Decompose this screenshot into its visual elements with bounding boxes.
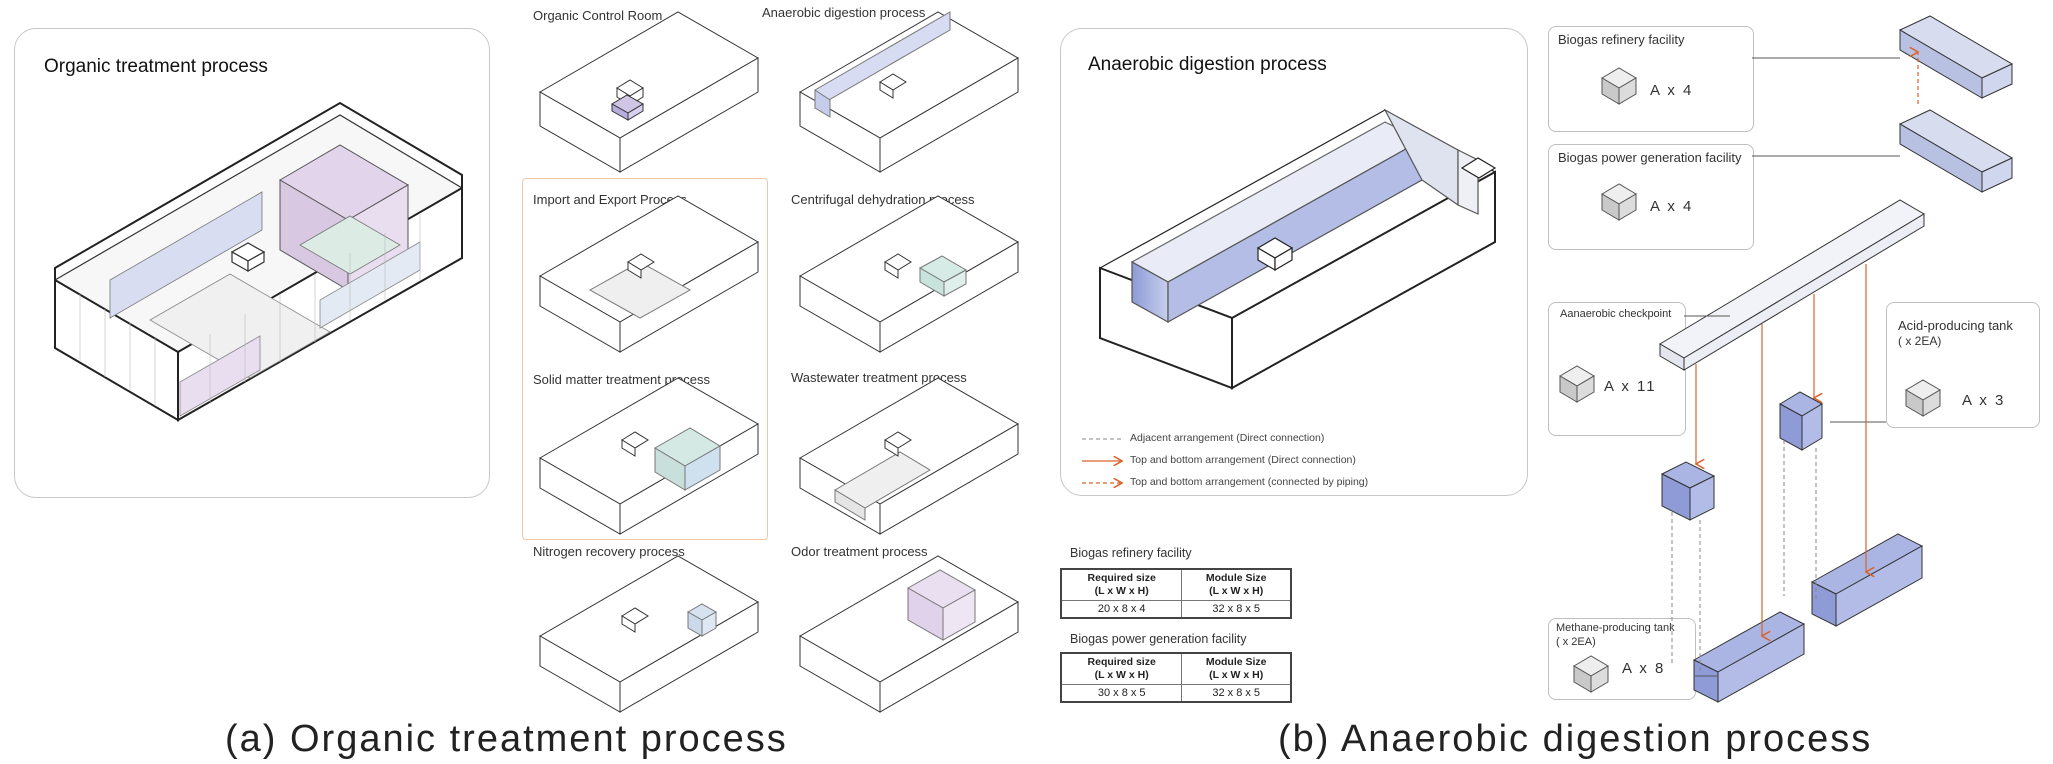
acid-tank-module	[1778, 391, 1824, 451]
label-control-room: Organic Control Room	[533, 8, 663, 23]
thumb-control-room	[539, 11, 759, 173]
methane-module-qty: A x 8	[1622, 660, 1666, 677]
power-module-box	[1548, 144, 1754, 250]
connector-lines	[1684, 57, 1900, 677]
refinery-module-qty: A x 4	[1650, 82, 1694, 99]
power-spec-table: Required size(L x W x H) Module Size(L x…	[1060, 652, 1292, 703]
checkpoint-module-qty: A x 11	[1604, 378, 1657, 395]
power-module-value: 32 x 8 x 5	[1181, 684, 1292, 703]
legend-adjacent: Adjacent arrangement (Direct connection)	[1130, 432, 1325, 444]
highlight-frame	[522, 178, 768, 540]
thumb-odor	[799, 555, 1019, 713]
refinery-table-title: Biogas refinery facility	[1070, 546, 1192, 560]
label-import-export: Import and Export Process	[533, 192, 687, 207]
refinery-module-value: 32 x 8 x 5	[1181, 600, 1292, 619]
legend-top-bottom-direct: Top and bottom arrangement (Direct conne…	[1130, 454, 1356, 466]
organic-building-model	[53, 101, 464, 422]
orange-arrows	[1696, 52, 1918, 636]
label-odor: Odor treatment process	[791, 544, 928, 559]
power-header-module: Module Size(L x W x H)	[1181, 652, 1292, 685]
acid-module-label: Acid-producing tank	[1898, 318, 2013, 333]
power-module-stack	[1898, 109, 2014, 193]
thumb-anaerobic	[799, 11, 1019, 173]
refinery-spec-table: Required size(L x W x H) Module Size(L x…	[1060, 568, 1292, 619]
thumb-centrifugal	[799, 195, 1019, 353]
refinery-header-required: Required size(L x W x H)	[1060, 568, 1183, 601]
module-cube-icons	[1559, 67, 1941, 693]
caption-b: (b) Anaerobic digestion process	[1278, 718, 1873, 760]
power-cube-icon	[1601, 183, 1637, 221]
methane-module-box	[1548, 618, 1696, 700]
methane-tank-module-left	[1660, 461, 1716, 521]
acid-cube-icon	[1905, 379, 1941, 417]
methane-module-label-count: ( x 2EA)	[1556, 636, 1596, 648]
power-header-required: Required size(L x W x H)	[1060, 652, 1183, 685]
refinery-module-label: Biogas refinery facility	[1558, 32, 1685, 47]
thumb-solid	[539, 377, 759, 535]
methane-tank-module-right	[1810, 533, 1924, 627]
anaerobic-building-model	[1098, 108, 1497, 390]
power-table-title: Biogas power generation facility	[1070, 632, 1247, 646]
refinery-header-module: Module Size(L x W x H)	[1181, 568, 1292, 601]
refinery-cube-icon	[1601, 67, 1637, 105]
label-solid: Solid matter treatment process	[533, 372, 711, 387]
thumb-wastewater	[799, 377, 1019, 535]
adjacent-dashed-lines	[1671, 440, 1817, 672]
methane-module-label: Methane-producing tank	[1556, 622, 1675, 634]
label-nitrogen: Nitrogen recovery process	[533, 544, 685, 559]
caption-a: (a) Organic treatment process	[225, 718, 788, 760]
power-module-label: Biogas power generation facility	[1558, 150, 1742, 165]
power-required-value: 30 x 8 x 5	[1060, 684, 1183, 703]
methane-cube-icon	[1573, 655, 1609, 693]
label-wastewater: Wastewater treatment process	[791, 370, 967, 385]
acid-module-label-count: ( x 2EA)	[1898, 334, 1942, 348]
thumb-nitrogen	[539, 555, 759, 713]
checkpoint-cube-icon	[1559, 365, 1595, 403]
label-anaerobic: Anaerobic digestion process	[762, 5, 926, 20]
checkpoint-module-label: Aanaerobic checkpoint	[1560, 308, 1672, 320]
organic-panel-title: Organic treatment process	[44, 56, 268, 77]
refinery-module-stack	[1898, 15, 2014, 99]
refinery-module-box	[1548, 26, 1754, 132]
checkpoint-module-bar	[1659, 199, 1925, 371]
power-module-qty: A x 4	[1650, 198, 1694, 215]
acid-module-qty: A x 3	[1962, 392, 2006, 409]
thumb-import-export	[539, 195, 759, 353]
anaerobic-panel-title: Anaerobic digestion process	[1088, 54, 1327, 75]
legend-top-bottom-piping: Top and bottom arrangement (connected by…	[1130, 476, 1369, 488]
methane-tank-module-bottom	[1692, 611, 1806, 703]
